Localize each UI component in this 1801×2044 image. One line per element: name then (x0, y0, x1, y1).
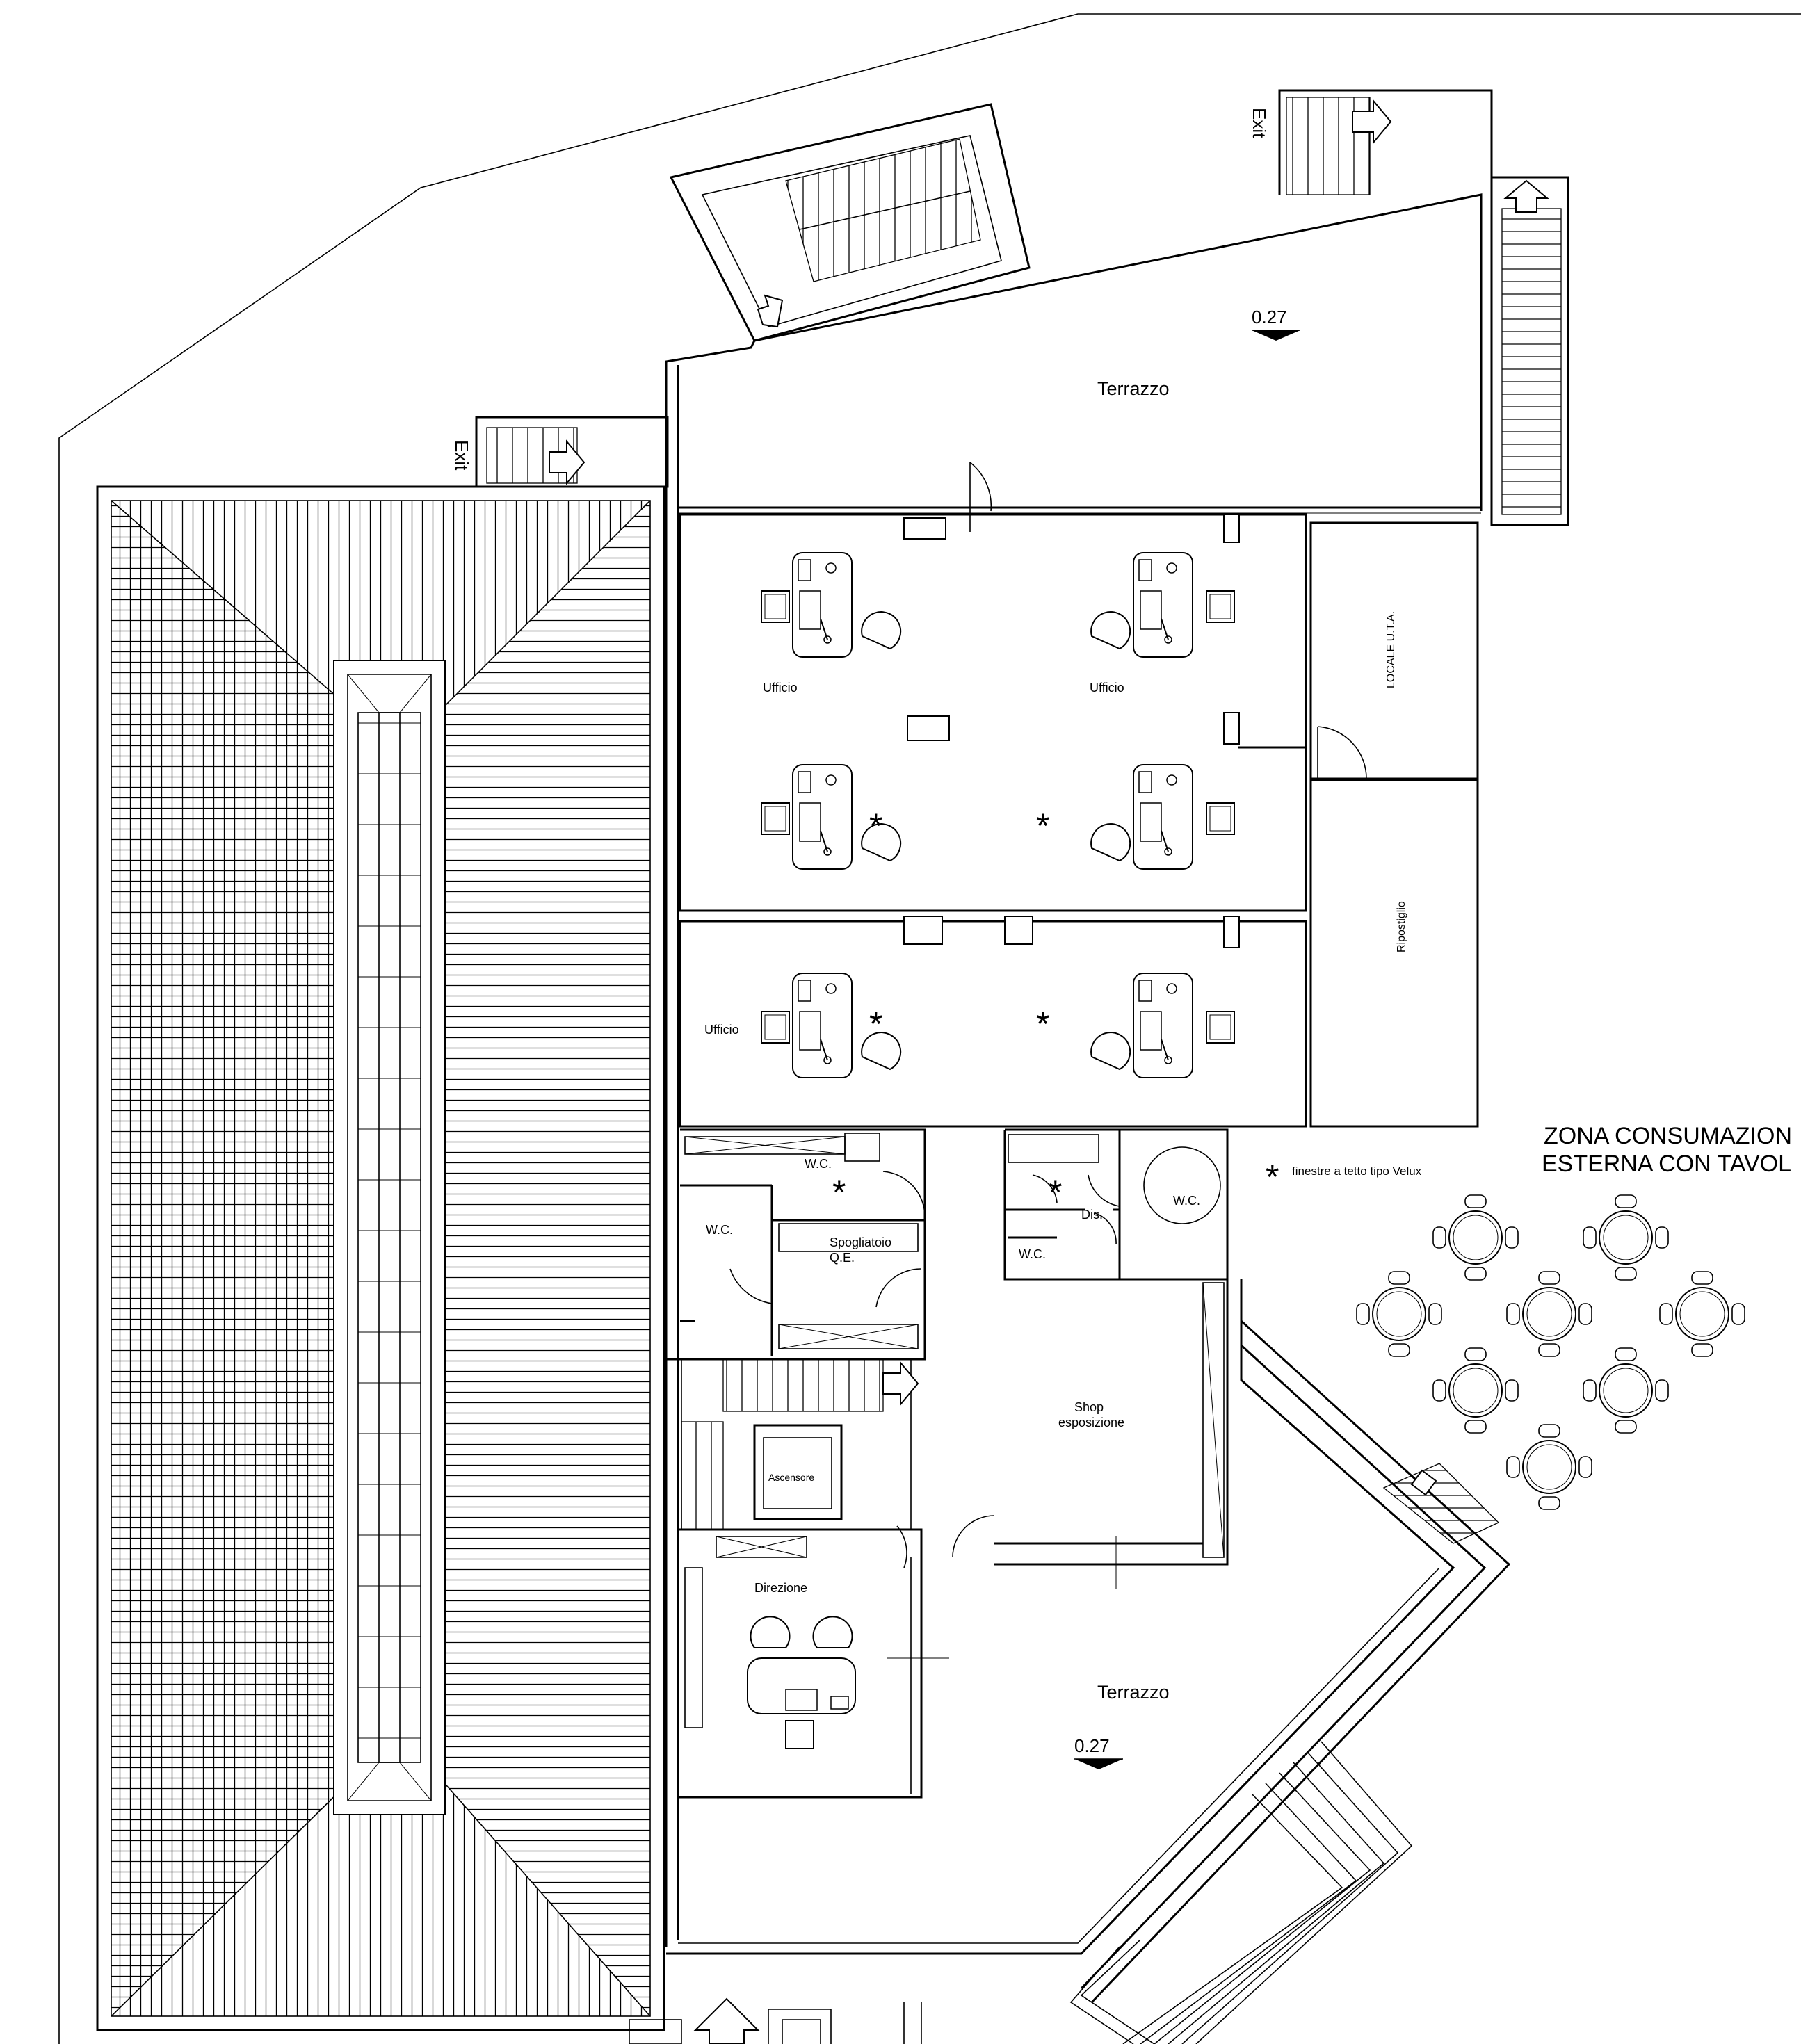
label-wc-4: W.C. (1019, 1247, 1046, 1261)
level-marker-bottom-icon (1074, 1759, 1123, 1769)
desk-set-icon (761, 552, 902, 658)
label-qe: Q.E. (830, 1251, 855, 1265)
label-dis: Dis. (1081, 1208, 1103, 1222)
label-shop: Shop (1074, 1400, 1104, 1414)
round-table-icon (1356, 1271, 1442, 1357)
stair-tower-top (669, 103, 1031, 342)
velux-mark: * (869, 806, 882, 845)
label-wc-2: W.C. (706, 1223, 733, 1237)
round-table-icon (1506, 1271, 1592, 1357)
label-locale-uta: LOCALE U.T.A. (1385, 611, 1397, 688)
label-exit-left: Exit (451, 440, 472, 471)
velux-mark: * (869, 1005, 882, 1044)
desk-set-icon (1090, 764, 1235, 870)
label-spogliatoio: Spogliatoio (830, 1235, 891, 1249)
velux-mark: * (1036, 1005, 1049, 1044)
label-zona-line2: ESTERNA CON TAVOL (1542, 1151, 1791, 1177)
doors (729, 462, 1367, 1568)
bottom-structures (629, 2002, 922, 2044)
label-terrazzo-top: Terrazzo (1097, 378, 1170, 399)
desk-set-icon (761, 764, 902, 870)
label-ascensore: Ascensore (768, 1472, 814, 1483)
label-level-bottom: 0.27 (1074, 1735, 1110, 1756)
label-ufficio-3: Ufficio (704, 1023, 739, 1037)
direction-arrows (549, 99, 1549, 2044)
director-desk-icon (747, 1616, 856, 1749)
round-table-icon (1506, 1424, 1592, 1510)
stair-top-right (1278, 89, 1569, 526)
round-table-icon (1432, 1194, 1519, 1281)
round-table-icon (1659, 1271, 1745, 1357)
label-ripostiglio: Ripostiglio (1396, 901, 1407, 952)
label-wc-1: W.C. (805, 1157, 832, 1171)
round-table-icon (1432, 1347, 1519, 1434)
outdoor-tables (1356, 1194, 1745, 1510)
round-table-icon (1583, 1194, 1669, 1281)
label-esposizione: esposizione (1058, 1416, 1124, 1429)
desk-set-icon (1090, 552, 1235, 658)
label-direzione: Direzione (754, 1581, 807, 1595)
label-terrazzo-bottom: Terrazzo (1097, 1682, 1170, 1703)
velux-mark: * (832, 1173, 846, 1212)
label-ufficio-1: Ufficio (763, 681, 798, 695)
round-table-icon (1583, 1347, 1669, 1434)
legend-text: finestre a tetto tipo Velux (1292, 1165, 1422, 1178)
label-zona-line1: ZONA CONSUMAZION (1544, 1123, 1792, 1149)
site-boundary (58, 13, 1801, 2044)
label-wc-3: W.C. (1173, 1194, 1200, 1208)
building-walls (665, 193, 1483, 1955)
office-furniture (747, 552, 1235, 1749)
level-marker-top-icon (1252, 330, 1300, 341)
desk-set-icon (761, 973, 902, 1078)
velux-mark: * (1036, 806, 1049, 845)
pitched-roof (96, 485, 665, 2031)
label-ufficio-2: Ufficio (1090, 681, 1124, 695)
label-exit-top: Exit (1249, 108, 1270, 138)
legend-symbol: * (1266, 1158, 1279, 1197)
desk-set-icon (1090, 973, 1235, 1078)
label-level-top: 0.27 (1252, 307, 1287, 327)
velux-mark: * (1049, 1173, 1062, 1212)
